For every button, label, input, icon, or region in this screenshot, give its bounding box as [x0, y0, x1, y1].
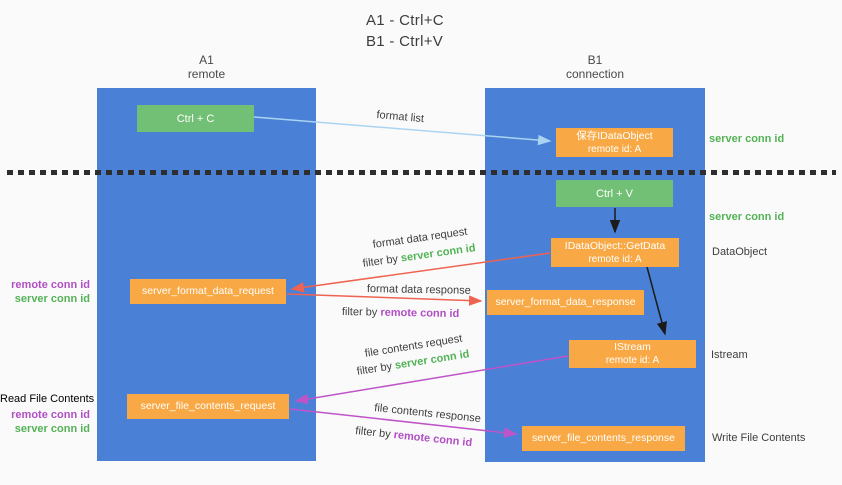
label-remote-conn-id-2: remote conn id — [11, 409, 90, 421]
label-server-conn-id-left-1: server conn id — [14, 293, 90, 305]
label-dataobject: DataObject — [712, 246, 768, 258]
lane-header-b1: B1 connection — [485, 53, 705, 81]
node-ctrl-c: Ctrl + C — [137, 105, 254, 132]
node-istream-line1: IStream — [614, 341, 651, 353]
label-server-conn-id-left-2: server conn id — [14, 423, 90, 435]
node-server-format-data-response-label: server_format_data_response — [495, 296, 636, 308]
title-line-1: A1 - Ctrl+C — [366, 12, 444, 29]
node-ctrl-c-label: Ctrl + C — [176, 112, 215, 125]
label-write-file-contents: Write File Contents — [712, 432, 806, 444]
lane-b1-subtitle: connection — [565, 67, 625, 81]
node-server-file-contents-request: server_file_contents_request — [127, 394, 289, 419]
lane-a1-subtitle: remote — [187, 67, 226, 81]
edge-label-format-list: format list — [375, 109, 425, 126]
title-line-2: B1 - Ctrl+V — [366, 33, 444, 50]
label-group-file-conn-ids: remote conn id server conn id — [0, 408, 90, 436]
node-server-file-contents-response-label: server_file_contents_response — [531, 432, 675, 444]
filter-by-prefix-3: filter by — [356, 359, 396, 378]
diagram-title: A1 - Ctrl+C B1 - Ctrl+V — [366, 10, 444, 52]
edge-label-filter-remote-2: filter by remote conn id — [355, 425, 473, 449]
lane-a1-title: A1 — [199, 53, 214, 67]
label-server-conn-id-top: server conn id — [709, 133, 785, 145]
node-istream: IStream remote id: A — [569, 340, 696, 368]
filter-by-prefix-4: filter by — [354, 425, 395, 441]
node-idataobject-getdata-line1: IDataObject::GetData — [564, 239, 666, 252]
node-server-format-data-request: server_format_data_request — [130, 279, 286, 304]
node-ctrl-v-label: Ctrl + V — [596, 187, 633, 200]
node-save-idataobject-line1: 保存IDataObject — [576, 129, 653, 142]
edge-label-format-data-response: format data response — [366, 283, 471, 297]
node-server-format-data-response: server_format_data_response — [487, 290, 644, 315]
node-server-file-contents-request-label: server_file_contents_request — [140, 400, 276, 412]
label-server-conn-id-mid: server conn id — [709, 211, 785, 223]
label-remote-conn-id-1: remote conn id — [11, 279, 90, 291]
copy-paste-divider-dotted-line — [7, 170, 836, 175]
node-server-format-data-request-label: server_format_data_request — [142, 285, 274, 297]
edge-label-filter-remote-1: filter by remote conn id — [342, 306, 460, 320]
label-read-file-contents: Read File Contents — [0, 393, 95, 405]
edge-label-file-contents-response: file contents response — [373, 402, 482, 426]
node-idataobject-getdata: IDataObject::GetData remote id: A — [551, 238, 679, 267]
lane-header-a1: A1 remote — [97, 53, 316, 81]
filter-value-remote-2: remote conn id — [393, 429, 473, 450]
label-group-format-conn-ids: remote conn id server conn id — [0, 278, 90, 306]
node-save-idataobject: 保存IDataObject remote id: A — [556, 128, 673, 157]
filter-by-prefix-2: filter by — [341, 306, 381, 319]
label-istream: Istream — [711, 349, 748, 361]
node-save-idataobject-line2: remote id: A — [587, 143, 642, 155]
node-istream-line2: remote id: A — [605, 355, 660, 366]
lane-b1-title: B1 — [587, 53, 603, 67]
filter-value-remote-1: remote conn id — [380, 306, 460, 321]
node-server-file-contents-response: server_file_contents_response — [522, 426, 685, 451]
node-idataobject-getdata-line2: remote id: A — [588, 253, 642, 265]
node-ctrl-v: Ctrl + V — [556, 180, 673, 207]
filter-by-prefix-1: filter by — [362, 252, 402, 270]
